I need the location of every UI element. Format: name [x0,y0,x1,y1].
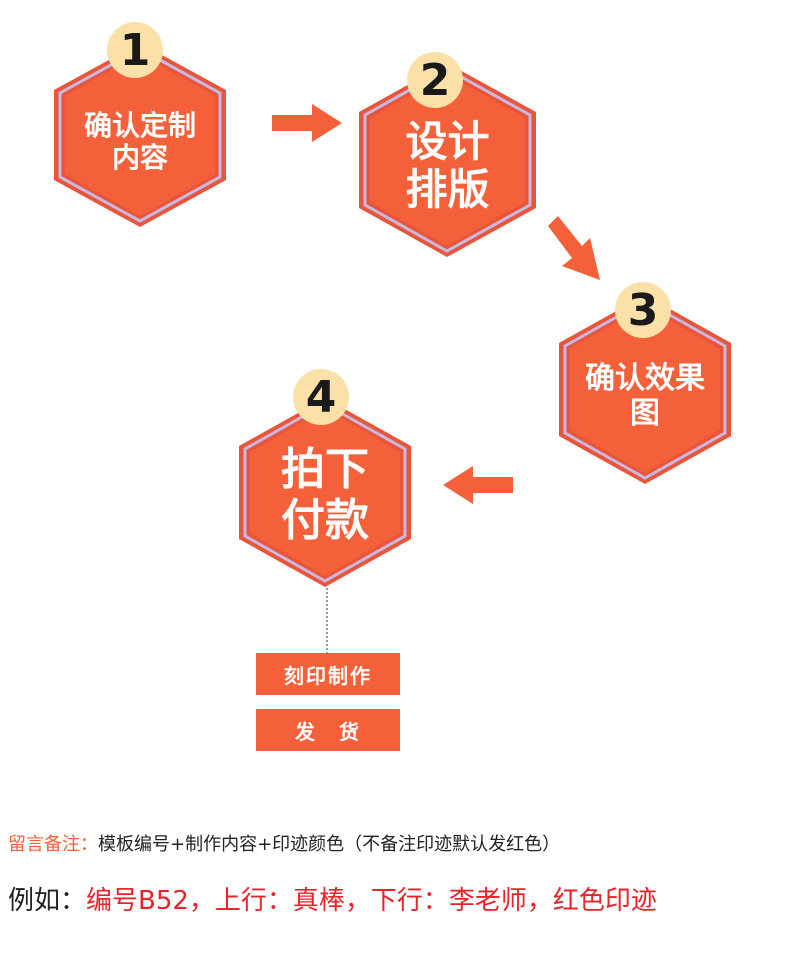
remark-text: 模板编号+制作内容+印迹颜色（不备注印迹默认发红色） [98,834,561,855]
step-number-badge: 3 [615,282,671,338]
step-3: 3 确认效果 图 [555,282,735,487]
step-label: 确认效果 图 [585,361,705,431]
step-label: 设计 排版 [405,117,490,215]
tag-ship: 发 货 [256,709,400,751]
step-4: 4 拍下 付款 [235,369,415,590]
hexagon-shape [559,295,731,484]
step-number-badge: 1 [107,22,163,78]
arrow-down-right-icon [548,216,600,280]
hexagon-shape [239,398,411,587]
step-2: 2 设计 排版 [355,52,540,260]
hexagon-shape [359,63,536,257]
step-1: 1 确认定制 内容 [50,22,230,230]
step-number-badge: 4 [293,369,349,425]
example-prefix: 例如： [8,886,87,916]
step-label: 拍下 付款 [281,444,369,546]
arrow-right-icon [272,104,342,142]
example-text: 编号B52，上行：真棒，下行：李老师，红色印迹 [86,886,657,916]
arrow-left-icon [443,466,513,504]
example-note: 例如：编号B52，上行：真棒，下行：李老师，红色印迹 [8,880,657,917]
hexagon-shape [54,43,226,227]
remark-note: 留言备注：模板编号+制作内容+印迹颜色（不备注印迹默认发红色） [8,830,560,856]
step-label: 确认定制 内容 [83,109,196,175]
connector-line [326,588,328,654]
tag-engrave: 刻印制作 [256,653,400,695]
remark-prefix: 留言备注： [8,834,98,855]
step-number-badge: 2 [407,52,463,108]
